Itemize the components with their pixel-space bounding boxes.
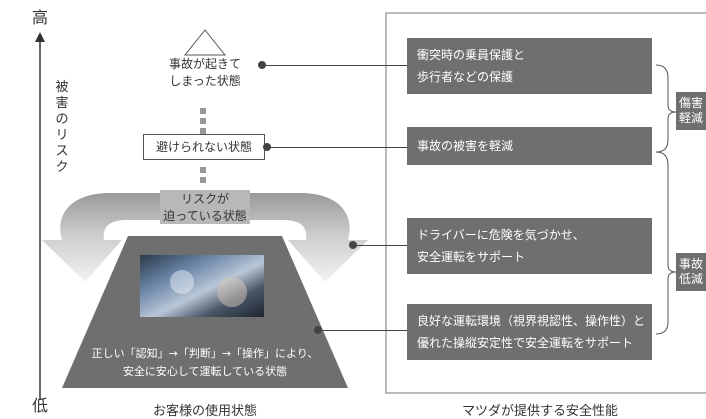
panel-text: 事故の被害を軽減 [417, 139, 514, 153]
panel-text: 優れた操縦安定性で安全運転をサポート [417, 336, 634, 350]
axis-title-char: の [55, 112, 69, 127]
tag-text: 傷害 [678, 96, 703, 110]
panel-danger-awareness: ドライバーに危険を気づかせ、 安全運転をサポート [407, 218, 652, 274]
risk-state-line2: 迫っている状態 [163, 209, 247, 223]
accident-state-label: 事故が起きて しまった状態 [150, 56, 260, 90]
normal-state-line2: 安全に安心して運転している状態 [122, 365, 288, 378]
panel-text: 衝突時の乗員保護と [417, 48, 526, 62]
axis-title-char: ス [55, 144, 69, 159]
axis-high-label: 高 [32, 8, 49, 27]
tag-damage-reduction: 傷害 軽減 [676, 92, 706, 130]
axis-title-char: ク [55, 160, 69, 175]
axis-title-char: 害 [55, 96, 69, 111]
accident-state-line1: 事故が起きて [168, 57, 241, 71]
panel-text: ドライバーに危険を気づかせ、 [417, 228, 585, 242]
caption-mazda-safety: マツダが提供する安全性能 [461, 404, 618, 419]
connector-line [353, 245, 410, 246]
connector-line [267, 147, 410, 148]
risk-state-label: リスクが 迫っている状態 [150, 191, 260, 225]
caption-customer-usage: お客様の使用状態 [152, 404, 257, 419]
risk-state-line1: リスクが [180, 192, 229, 206]
tag-text: 低減 [678, 272, 703, 286]
connector-dash [200, 118, 206, 124]
axis-title-char: リ [55, 128, 69, 143]
tag-accident-reduction: 事故 低減 [676, 253, 706, 291]
panel-occupant-protection: 衝突時の乗員保護と 歩行者などの保護 [407, 38, 652, 94]
usage-state-diagram [42, 29, 368, 388]
panel-text: 安全運転をサポート [417, 250, 526, 264]
accident-state-line2: しまった状態 [169, 74, 241, 88]
accident-triangle [183, 29, 227, 56]
tag-text: 軽減 [678, 111, 703, 125]
risk-band [160, 190, 250, 224]
panel-text: 歩行者などの保護 [417, 70, 514, 84]
connector-dash [200, 128, 206, 134]
brace-damage [655, 64, 677, 153]
connector-dash [200, 108, 206, 114]
connector-line [318, 330, 410, 331]
connector-line [262, 65, 410, 66]
panel-driving-environment: 良好な運転環境（視界視認性、操作性）と 優れた操縦安定性で安全運転をサポート [407, 304, 652, 360]
normal-state-line1: 正しい「認知」→「判断」→「操作」により、 [91, 347, 319, 360]
axis-low-label: 低 [32, 396, 49, 415]
normal-state-label: 正しい「認知」→「判断」→「操作」により、 安全に安心して運転している状態 [72, 345, 338, 381]
brace-accident [655, 151, 677, 335]
connector-dash [200, 177, 206, 183]
risk-axis-arrow [35, 32, 45, 400]
panel-text: 良好な運転環境（視界視認性、操作性）と [417, 314, 646, 328]
tag-text: 事故 [678, 257, 703, 271]
connector-dash [200, 167, 206, 173]
axis-title-char: 被 [55, 80, 69, 95]
panel-damage-reduction: 事故の被害を軽減 [407, 127, 652, 165]
